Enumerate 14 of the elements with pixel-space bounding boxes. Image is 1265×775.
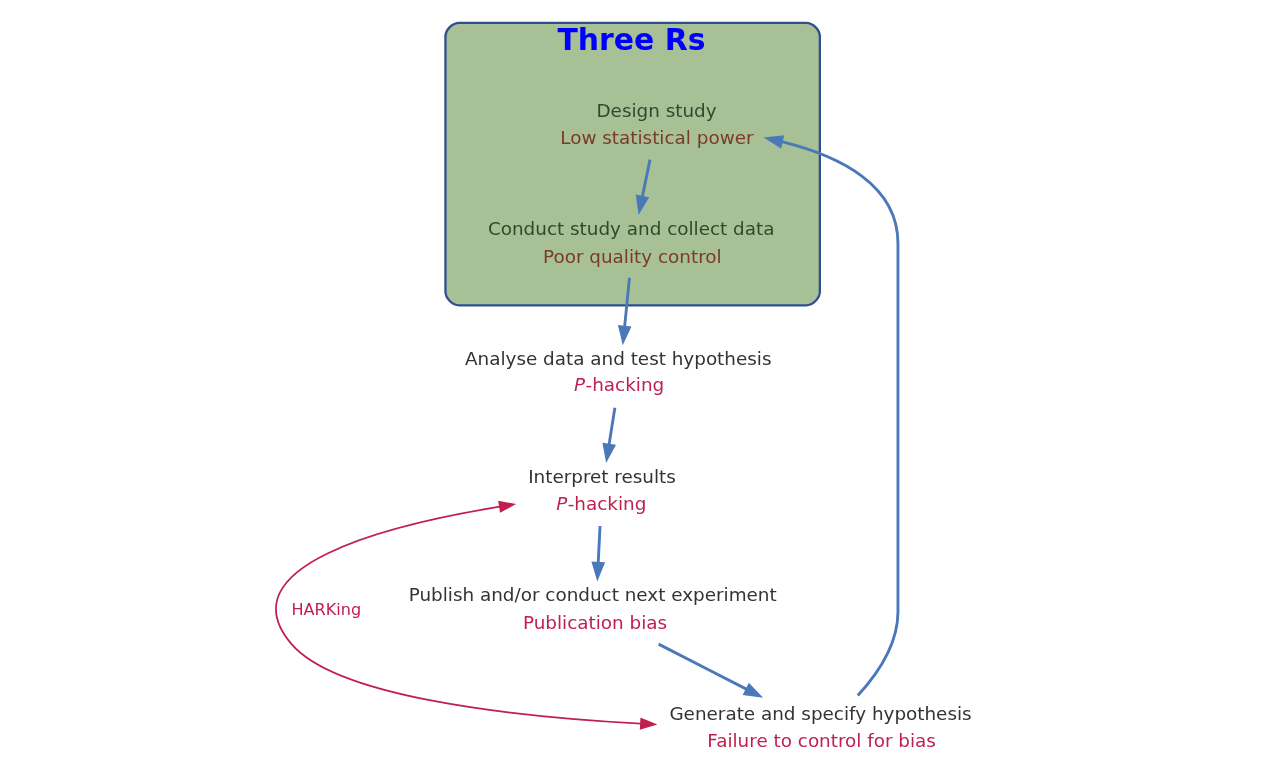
node-text: Design study Low statistical power — [560, 99, 754, 148]
edge-label: HARKing — [291, 599, 362, 619]
node-text: Analyse data and test hypothesis P-hacking — [464, 347, 772, 395]
node-text: Interpret results P-hacking — [528, 465, 676, 514]
arrow — [275, 500, 658, 730]
arrow — [763, 134, 900, 696]
node-text: Conduct study and collect data Poor quality control — [487, 217, 775, 267]
arrow — [591, 525, 606, 581]
node-text: Generate and specify hypothesis Failure to control for bias — [669, 702, 972, 751]
arrow — [602, 406, 617, 463]
node-text: Publish and/or conduct next experiment Publication bias — [408, 583, 777, 633]
arrow — [617, 277, 632, 345]
arrow — [657, 642, 764, 698]
arrow — [635, 158, 652, 215]
